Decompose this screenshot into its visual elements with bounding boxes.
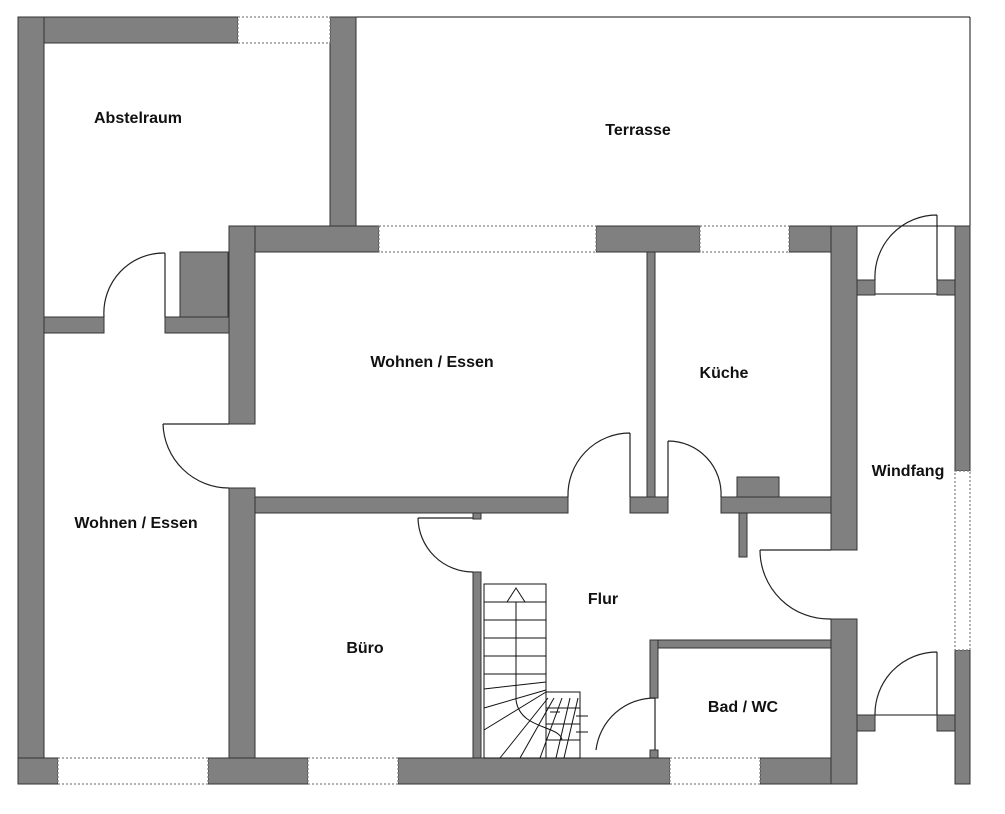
label-wohnen-essen-main: Wohnen / Essen — [370, 354, 493, 371]
label-abstelraum: Abstelraum — [94, 110, 182, 127]
label-wohnen-essen-west: Wohnen / Essen — [74, 515, 197, 532]
walls — [17, 16, 971, 785]
windows — [57, 16, 971, 785]
doors — [103, 214, 938, 751]
staircase — [483, 583, 588, 759]
label-windfang: Windfang — [872, 463, 945, 480]
label-kueche: Küche — [700, 365, 749, 382]
room-labels: Abstelraum Terrasse Wohnen / Essen Küche… — [74, 110, 944, 716]
label-terrasse: Terrasse — [605, 122, 671, 139]
label-bad-wc: Bad / WC — [708, 699, 779, 716]
label-buero: Büro — [346, 640, 384, 657]
label-flur: Flur — [588, 591, 618, 608]
